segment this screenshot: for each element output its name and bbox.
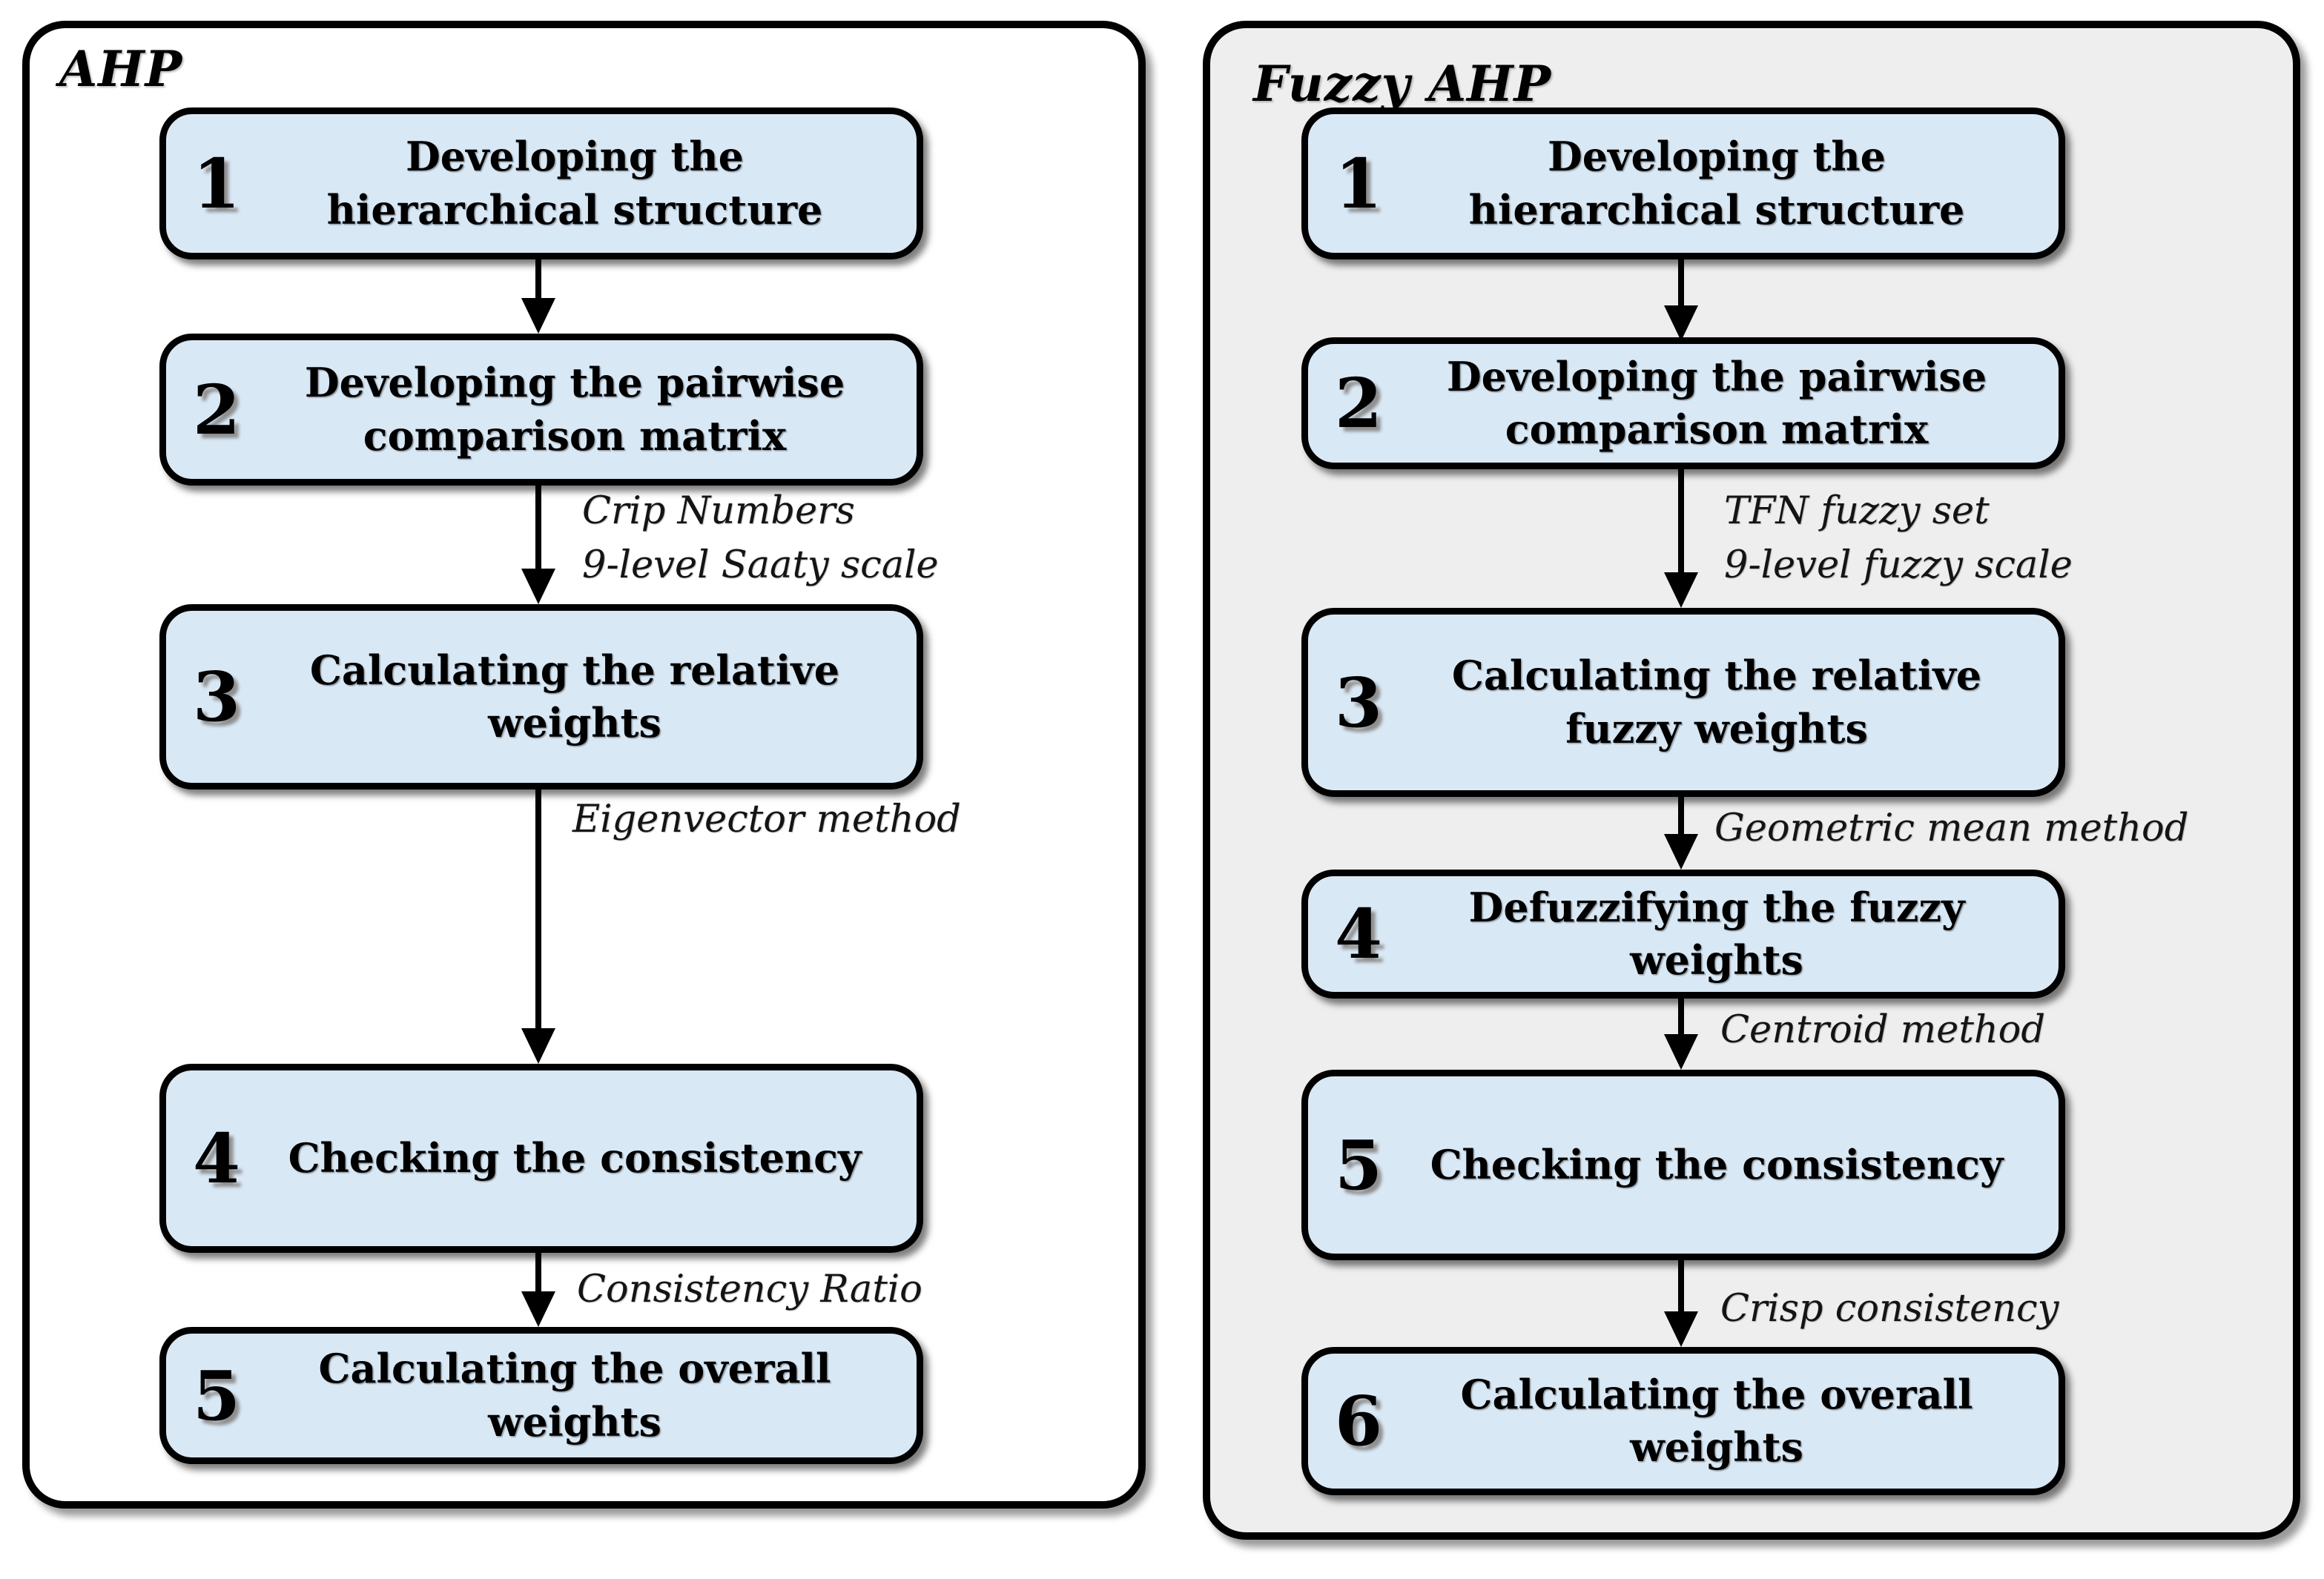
step-label: Calculating the relative fuzzy weights bbox=[1451, 652, 1982, 752]
step-number: 1 bbox=[193, 143, 241, 224]
step-label: Developing the pairwise comparison matri… bbox=[1446, 352, 1987, 453]
step-box-fahp-6: 6 Calculating the overall weights bbox=[1301, 1347, 2065, 1495]
step-box-fahp-3: 3 Calculating the relative fuzzy weights bbox=[1301, 608, 2065, 797]
step-number: 1 bbox=[1335, 143, 1383, 224]
arrow-head-icon bbox=[1664, 572, 1698, 608]
arrow-line bbox=[1678, 469, 1684, 572]
arrow-head-icon bbox=[521, 1028, 555, 1064]
arrow-line bbox=[535, 259, 541, 298]
step-box-ahp-1: 1 Developing the hierarchical structure bbox=[159, 107, 923, 259]
arrow-head-icon bbox=[1664, 1311, 1698, 1347]
arrow-annotation: Geometric mean method bbox=[1714, 807, 2189, 850]
arrow-annotation: Crisp consistency bbox=[1720, 1287, 2059, 1331]
step-label: Defuzzifying the fuzzy weights bbox=[1468, 883, 1965, 984]
step-label: Checking the consistency bbox=[288, 1133, 862, 1182]
step-box-fahp-4: 4 Defuzzifying the fuzzy weights bbox=[1301, 870, 2065, 999]
step-number: 5 bbox=[1335, 1125, 1383, 1205]
arrow-head-icon bbox=[1664, 834, 1698, 870]
arrow-head-icon bbox=[1664, 305, 1698, 341]
step-number: 4 bbox=[1335, 894, 1383, 974]
arrow-annotation: 9-level Saaty scale bbox=[582, 543, 939, 587]
arrow-line bbox=[535, 486, 541, 569]
arrow-head-icon bbox=[521, 569, 555, 604]
arrow-line bbox=[535, 1253, 541, 1291]
arrow-line bbox=[1678, 259, 1684, 305]
step-box-fahp-5: 5 Checking the consistency bbox=[1301, 1070, 2065, 1260]
step-box-ahp-5: 5 Calculating the overall weights bbox=[159, 1327, 923, 1464]
step-number: 5 bbox=[193, 1355, 241, 1436]
step-label: Calculating the relative weights bbox=[309, 646, 840, 747]
arrow-annotation: Consistency Ratio bbox=[577, 1268, 922, 1311]
arrow-annotation: 9-level fuzzy scale bbox=[1724, 543, 2073, 587]
step-label: Developing the hierarchical structure bbox=[1468, 133, 1965, 234]
step-label: Calculating the overall weights bbox=[318, 1345, 831, 1446]
step-number: 6 bbox=[1335, 1381, 1383, 1461]
step-label: Calculating the overall weights bbox=[1460, 1370, 1973, 1471]
arrow-head-icon bbox=[521, 1291, 555, 1327]
step-number: 4 bbox=[193, 1118, 241, 1199]
step-label: Checking the consistency bbox=[1430, 1140, 2004, 1188]
arrow-line bbox=[1678, 999, 1684, 1034]
step-box-ahp-2: 2 Developing the pairwise comparison mat… bbox=[159, 334, 923, 486]
step-label: Developing the pairwise comparison matri… bbox=[304, 359, 845, 460]
arrow-head-icon bbox=[1664, 1034, 1698, 1070]
step-number: 3 bbox=[1335, 662, 1383, 743]
step-box-ahp-3: 3 Calculating the relative weights bbox=[159, 604, 923, 790]
arrow-line bbox=[1678, 797, 1684, 834]
step-label: Developing the hierarchical structure bbox=[326, 133, 823, 234]
ahp-panel-title: AHP bbox=[59, 40, 183, 98]
fuzzy-ahp-panel-title: Fuzzy AHP bbox=[1253, 55, 1552, 113]
step-number: 3 bbox=[193, 657, 241, 737]
arrow-head-icon bbox=[521, 298, 555, 334]
step-number: 2 bbox=[1335, 363, 1383, 443]
arrow-annotation: Eigenvector method bbox=[572, 798, 961, 841]
arrow-annotation: TFN fuzzy set bbox=[1724, 489, 1990, 533]
arrow-line bbox=[535, 790, 541, 1028]
step-number: 2 bbox=[193, 369, 241, 450]
arrow-annotation: Crip Numbers bbox=[582, 489, 855, 533]
arrow-annotation: Centroid method bbox=[1720, 1008, 2046, 1052]
arrow-line bbox=[1678, 1260, 1684, 1311]
step-box-fahp-2: 2 Developing the pairwise comparison mat… bbox=[1301, 337, 2065, 469]
step-box-ahp-4: 4 Checking the consistency bbox=[159, 1064, 923, 1253]
step-box-fahp-1: 1 Developing the hierarchical structure bbox=[1301, 107, 2065, 259]
